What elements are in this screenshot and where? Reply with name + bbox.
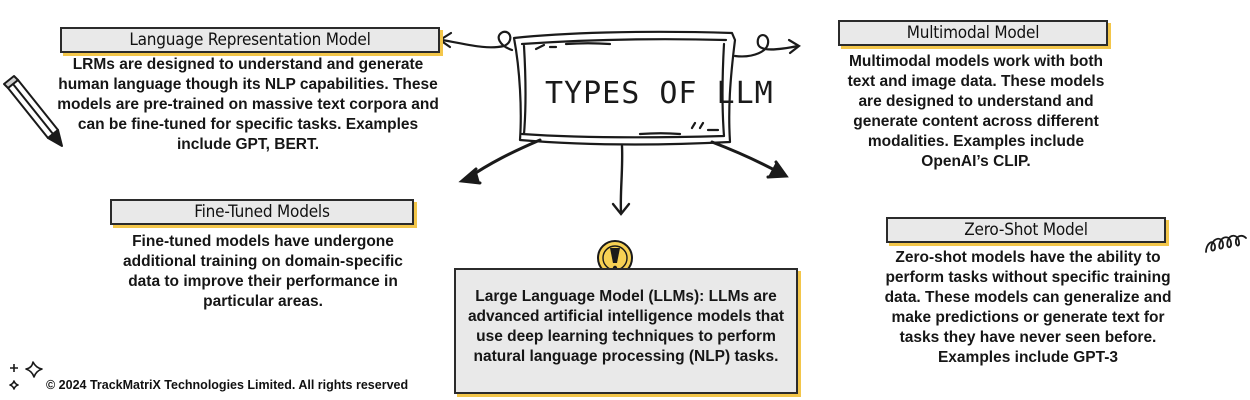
arrow-to-zero-shot xyxy=(710,140,789,179)
zero-shot-description: Zero-shot models have the ability to per… xyxy=(884,249,1172,366)
copyright-footer: © 2024 TrackMatriX Technologies Limited.… xyxy=(46,378,409,392)
lrm-description: LRMs are designed to understand and gene… xyxy=(57,56,439,153)
zero-shot-label: Zero-Shot Model xyxy=(886,217,1166,243)
sparkle-icon xyxy=(9,361,43,390)
arrow-to-llm xyxy=(611,144,631,216)
fine-tuned-description: Fine-tuned models have undergone additio… xyxy=(123,233,403,310)
multimodal-label: Multimodal Model xyxy=(838,20,1108,46)
fine-tuned-label: Fine-Tuned Models xyxy=(110,199,414,225)
title-frame xyxy=(512,30,737,146)
arrow-to-fine-tuned xyxy=(458,138,542,185)
llm-definition-box xyxy=(454,268,798,394)
connector-to-multimodal xyxy=(733,34,801,58)
connector-to-lrm xyxy=(438,30,514,52)
squiggle-icon xyxy=(1205,234,1247,253)
pencil-icon xyxy=(3,75,63,147)
lrm-label: Language Representation Model xyxy=(60,27,440,53)
page-title: TYPES OF LLM xyxy=(545,76,774,111)
llm-definition-text: Large Language Model (LLMs): LLMs are ad… xyxy=(467,288,785,365)
multimodal-description: Multimodal models work with both text an… xyxy=(847,53,1105,170)
